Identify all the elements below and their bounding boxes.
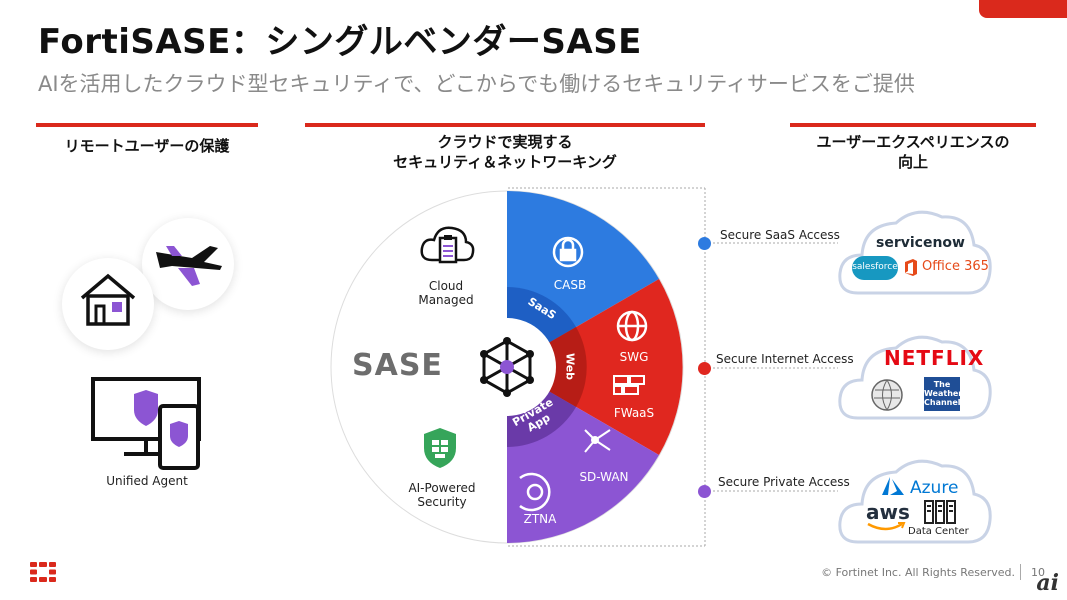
home-icon [80,273,136,326]
internet-access-label: Secure Internet Access [716,352,854,366]
netflix-logo: NETFLIX [884,346,985,370]
publisher-logo: ai [1036,570,1059,596]
footer-separator [1020,564,1021,580]
airplane-icon [156,246,222,286]
aws-logo: aws [866,500,910,524]
sdwan-label: SD-WAN [579,470,629,484]
datacenter-icon [924,500,956,524]
copyright-text: © Fortinet Inc. All Rights Reserved. [821,566,1015,579]
internet-cloud [838,335,992,420]
center-column-bar [305,123,705,127]
left-column-bar [36,123,258,127]
salesforce-logo [852,256,898,280]
fwaas-label: FWaaS [613,406,655,420]
weather-channel-text: The Weather Channel [924,380,963,407]
sdwan-network-icon [584,429,611,453]
saas-cloud [838,210,992,295]
casb-lock-icon [552,236,584,268]
office365-icon [905,259,917,276]
page-title: FortiSASE：シングルベンダーSASE [38,22,642,62]
fwaas-firewall-icon [613,375,645,395]
azure-logo: Azure [910,478,959,498]
devices-icon [91,377,201,470]
connector-lines [508,187,838,547]
sase-label: SASE [352,348,443,383]
fortinet-logo-icon [30,562,56,582]
cloud-managed-line2: Managed [418,293,474,307]
right-column-bar [790,123,1036,127]
azure-icon [882,477,904,495]
private-cloud [838,459,992,544]
saas-access-label: Secure SaaS Access [720,228,840,242]
swg-globe-icon [616,310,648,342]
page-number: 10 [1031,566,1045,579]
right-column-heading: ユーザーエクスペリエンスの 向上 [790,132,1036,172]
center-heading-line2: セキュリティ＆ネットワーキング [393,153,617,171]
casb-label: CASB [553,278,587,292]
swg-label: SWG [619,350,649,364]
right-heading-line1: ユーザーエクスペリエンスの [816,133,1010,151]
weather-channel-logo [924,377,960,411]
aws-smile-icon [867,522,906,531]
cloud-clipboard-icon [420,226,475,264]
ztna-gear-icon [519,472,551,512]
weather-line1: The [933,380,951,389]
unified-agent-label: Unified Agent [106,474,188,488]
private-access-dot [698,485,711,498]
ai-shield-icon [424,428,456,468]
corner-accent [979,0,1067,18]
cloud-managed-line1: Cloud [428,279,464,293]
ai-powered-label: AI-Powered Security [398,481,486,509]
internet-access-dot [698,362,711,375]
saas-access-dot [698,237,711,250]
wikipedia-globe-icon [871,379,903,411]
sase-diagram [330,190,684,544]
ztna-label: ZTNA [523,512,557,526]
ai-powered-line1: AI-Powered [408,481,476,495]
office365-logo: Office 365 [922,259,989,274]
center-column-heading: クラウドで実現する セキュリティ＆ネットワーキング [305,132,705,172]
home-circle [62,258,154,350]
left-column-heading: リモートユーザーの保護 [64,137,230,155]
center-heading-line1: クラウドで実現する [437,133,573,151]
cloud-managed-label: Cloud Managed [404,279,488,307]
weather-line2: Weather [924,389,963,398]
servicenow-logo: servicenow [876,235,965,251]
page-subtitle: AIを活用したクラウド型セキュリティで、どこからでも働けるセキュリティサービスを… [38,72,915,96]
right-heading-line2: 向上 [897,153,928,171]
datacenter-label: Data Center [908,526,969,537]
private-access-label: Secure Private Access [718,475,850,489]
weather-line3: Channel [924,398,961,407]
salesforce-logo-text: salesforce [852,262,898,272]
ai-powered-line2: Security [417,495,467,509]
